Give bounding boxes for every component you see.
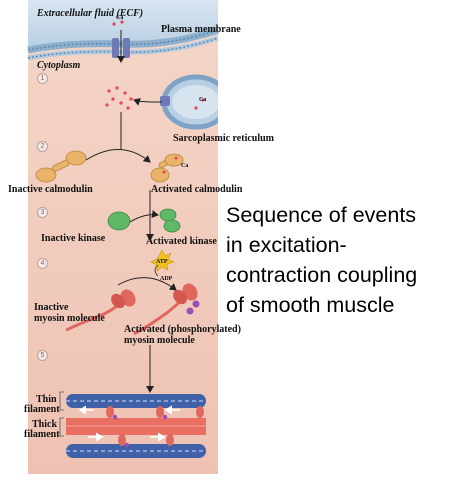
myosin-activation-arrow <box>117 277 177 291</box>
calcium-channel <box>112 38 130 58</box>
activated-kinase <box>159 208 181 233</box>
thick-filament-label-line2: filament <box>24 429 60 440</box>
inactive-myosin <box>65 289 136 332</box>
filament-brackets <box>59 391 64 437</box>
activated-myosin-label-line2: myosin molecule <box>124 335 195 346</box>
calcium-ions <box>105 20 133 110</box>
inactive-calmodulin <box>35 150 87 183</box>
thin-filament-bottom <box>66 444 206 458</box>
sarcoplasmic-reticulum-label: Sarcoplasmic reticulum <box>173 133 275 144</box>
activated-calmodulin-label: Activated calmodulin <box>151 184 243 195</box>
step-marker-1: 1 <box>37 73 48 84</box>
plasma-membrane-label: Plasma membrane <box>161 24 241 35</box>
activated-myosin-label-line1: Activated (phosphorylated) <box>124 324 241 335</box>
atp-label: ATP <box>156 259 168 265</box>
ecf-label: Extracellular fluid (ECF) <box>37 8 144 19</box>
inactive-myosin-label-line1: Inactive <box>34 302 69 313</box>
ecf-region <box>28 0 218 48</box>
ca-label-sr: Ca <box>199 97 207 103</box>
ca-release-arrow <box>133 98 163 106</box>
atp-to-adp-arrow <box>154 264 159 277</box>
ca-label-ecf: Ca <box>116 15 124 21</box>
inactive-kinase-label: Inactive kinase <box>41 233 106 244</box>
atp-starburst <box>150 249 175 272</box>
thick-filament-label-line1: Thick <box>32 419 58 430</box>
panel-edge-mask <box>218 60 238 150</box>
inactive-myosin-label-line2: myosin molecule <box>34 313 105 324</box>
step-marker-2: 2 <box>37 141 48 152</box>
inactive-kinase <box>107 211 131 231</box>
adp-label: ADP <box>160 276 173 282</box>
thick-filament <box>66 418 206 442</box>
activated-myosin <box>133 283 200 336</box>
activated-calmodulin <box>150 153 184 183</box>
activated-kinase-label: Activated kinase <box>146 236 217 247</box>
step-marker-5: 5 <box>37 350 48 361</box>
inactive-calmodulin-label: Inactive calmodulin <box>8 184 93 195</box>
thin-filament-top <box>66 394 206 415</box>
sarcoplasmic-reticulum <box>160 74 231 130</box>
phosphate-groups <box>112 414 168 448</box>
step-marker-4: 4 <box>37 258 48 269</box>
thin-filament-label-line2: filament <box>24 404 60 415</box>
slide-caption: Sequence of events in excitation- contra… <box>226 203 418 317</box>
kinase-side-arrow <box>129 210 159 223</box>
calmodulin-activation-arrow <box>85 149 151 163</box>
ca-label-calmodulin: Ca <box>181 163 189 169</box>
thin-filament-label-line1: Thin <box>36 394 57 405</box>
cross-bridges <box>106 406 204 446</box>
step-marker-3: 3 <box>37 207 48 218</box>
plasma-membrane <box>27 26 220 61</box>
cytoplasm-label: Cytoplasm <box>37 60 81 71</box>
